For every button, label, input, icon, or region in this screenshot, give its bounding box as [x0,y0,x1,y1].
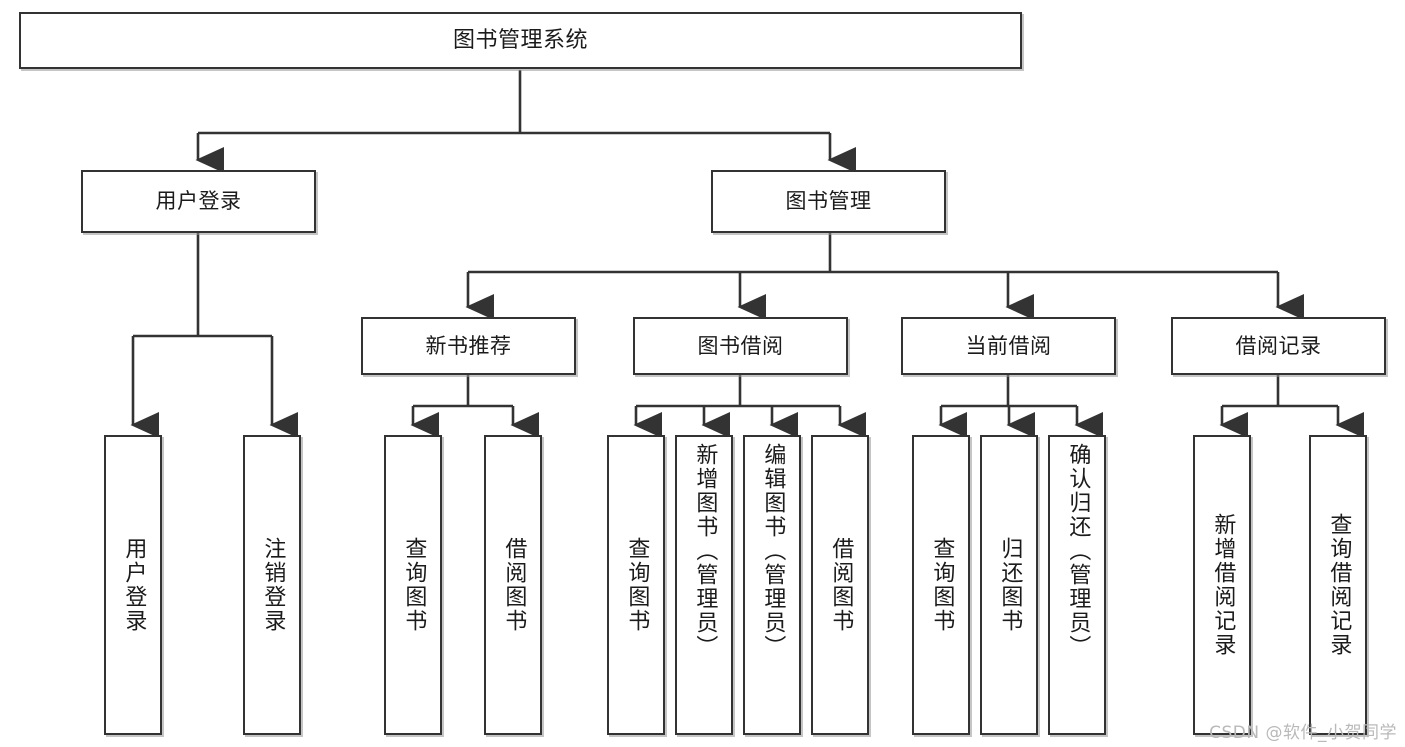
node-leaf-add-record-label: 新增借阅记录 [1210,513,1236,657]
node-user-login[interactable]: 用户登录 [81,170,316,233]
node-leaf-return-book-label: 归还图书 [997,537,1023,633]
node-leaf-borrow-book-1[interactable]: 借阅图书 [484,435,542,735]
node-borrow-record[interactable]: 借阅记录 [1171,317,1386,375]
node-leaf-confirm-return[interactable]: 确认归还（管理员） [1048,435,1106,735]
node-leaf-query-book-2[interactable]: 查询图书 [607,435,665,735]
node-current-borrow-label: 当前借阅 [965,333,1052,358]
node-leaf-query-record-label: 查询借阅记录 [1326,513,1352,657]
node-book-borrow-label: 图书借阅 [697,333,784,358]
node-leaf-edit-book-label: 编辑图书（管理员） [760,443,786,659]
node-leaf-add-book[interactable]: 新增图书（管理员） [675,435,733,735]
node-leaf-query-book-3-label: 查询图书 [929,537,955,633]
node-leaf-logout-label: 注销登录 [260,537,286,633]
node-leaf-edit-book[interactable]: 编辑图书（管理员） [743,435,801,735]
node-leaf-query-book-1[interactable]: 查询图书 [384,435,442,735]
node-new-book-rec-label: 新书推荐 [425,333,512,358]
node-leaf-confirm-return-label: 确认归还（管理员） [1065,443,1091,659]
node-leaf-query-book-2-label: 查询图书 [624,537,650,633]
node-leaf-query-book-3[interactable]: 查询图书 [912,435,970,735]
node-book-borrow[interactable]: 图书借阅 [633,317,848,375]
csdn-watermark: CSDN @软件_小贺同学 [1209,723,1397,743]
node-leaf-borrow-book-2-label: 借阅图书 [828,537,854,633]
node-leaf-user-login[interactable]: 用户登录 [104,435,162,735]
node-leaf-query-record[interactable]: 查询借阅记录 [1309,435,1367,735]
node-leaf-borrow-book-1-label: 借阅图书 [501,537,527,633]
node-leaf-logout[interactable]: 注销登录 [243,435,301,735]
node-book-manage-label: 图书管理 [785,189,872,214]
node-leaf-add-record[interactable]: 新增借阅记录 [1193,435,1251,735]
node-root[interactable]: 图书管理系统 [19,12,1022,69]
node-borrow-record-label: 借阅记录 [1235,333,1322,358]
node-new-book-rec[interactable]: 新书推荐 [361,317,576,375]
node-current-borrow[interactable]: 当前借阅 [901,317,1116,375]
node-leaf-add-book-label: 新增图书（管理员） [692,443,718,659]
node-book-manage[interactable]: 图书管理 [711,170,946,233]
node-leaf-borrow-book-2[interactable]: 借阅图书 [811,435,869,735]
node-leaf-return-book[interactable]: 归还图书 [980,435,1038,735]
node-leaf-user-login-label: 用户登录 [121,537,147,633]
node-root-label: 图书管理系统 [452,27,588,53]
node-leaf-query-book-1-label: 查询图书 [401,537,427,633]
node-user-login-label: 用户登录 [155,189,242,214]
